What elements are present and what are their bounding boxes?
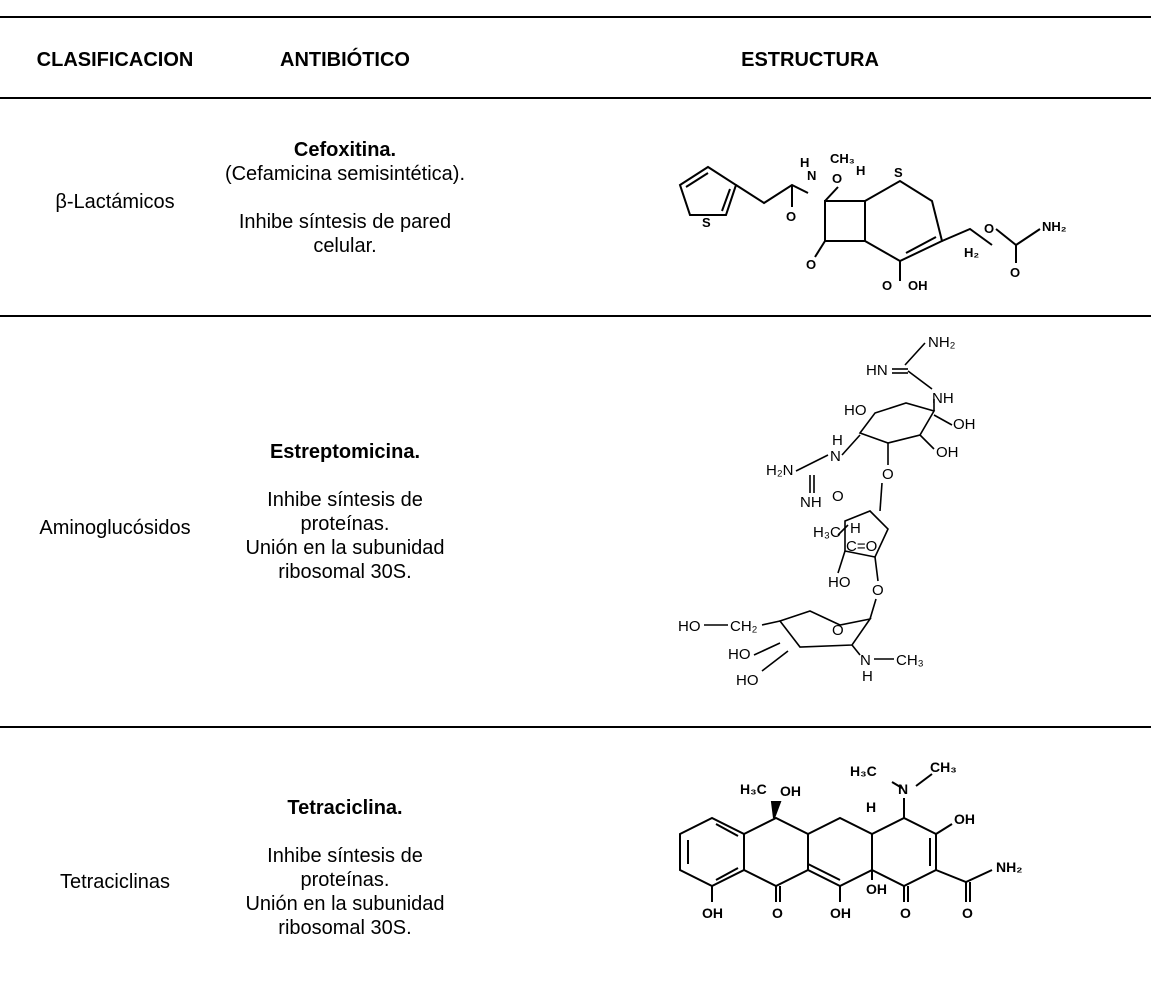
tetracycline-structure-image: OH O OH O OH H₃C OH H N H₃C CH₃ OH O NH₂ [679, 759, 1022, 921]
row-divider-2 [0, 726, 1151, 728]
svg-text:HO: HO [736, 672, 759, 689]
row-2-mechanism-2: proteínas. [300, 513, 390, 535]
svg-text:H₃C: H₃C [850, 763, 877, 779]
row-1-mechanism-1: Inhibe síntesis de pared [238, 211, 452, 233]
svg-text:NH: NH [932, 390, 954, 407]
svg-text:CH₃: CH₃ [830, 151, 855, 166]
row-1-mechanism-2: celular. [313, 235, 377, 257]
table-top-rule [0, 16, 1151, 18]
svg-text:O: O [900, 905, 911, 921]
row-3-mechanism-4: ribosomal 30S. [278, 917, 412, 939]
svg-text:OH: OH [702, 905, 723, 921]
svg-text:OH: OH [954, 811, 975, 827]
svg-text:S: S [702, 215, 711, 230]
svg-text:H₂N: H₂N [766, 462, 794, 479]
header-antibiotic: ANTIBIÓTICO [280, 49, 410, 71]
row-3-mechanism-3: Unión en la subunidad [245, 893, 445, 915]
svg-text:O: O [832, 171, 842, 186]
svg-text:NH: NH [800, 494, 822, 511]
svg-text:S: S [894, 165, 903, 180]
streptomycin-structure-image: NH₂ HN NH HO OH OH H N H₂N NH O H₃C H C=… [678, 334, 976, 689]
svg-text:HO: HO [844, 402, 867, 419]
svg-text:O: O [1010, 265, 1020, 280]
svg-text:CH₂: CH₂ [730, 618, 758, 635]
svg-text:O: O [984, 221, 994, 236]
row-3-classification: Tetraciclinas [59, 871, 171, 893]
svg-text:H: H [856, 163, 865, 178]
svg-text:H₂: H₂ [964, 245, 979, 260]
svg-text:H: H [800, 155, 809, 170]
svg-text:HO: HO [678, 618, 701, 635]
svg-text:NH₂: NH₂ [1042, 219, 1067, 234]
svg-text:O: O [882, 466, 894, 483]
row-3-mechanism-1: Inhibe síntesis de [267, 845, 423, 867]
row-2-mechanism-4: ribosomal 30S. [278, 561, 412, 583]
svg-text:OH: OH [936, 444, 959, 461]
svg-text:N: N [898, 781, 908, 797]
svg-text:OH: OH [830, 905, 851, 921]
cefoxitin-structure-image: S O N H O CH₃ O H S O OH H₂ O O NH₂ [678, 151, 1067, 293]
row-2-classification: Aminoglucósidos [39, 517, 191, 539]
svg-text:O: O [832, 488, 844, 505]
svg-text:NH₂: NH₂ [996, 859, 1022, 875]
svg-text:O: O [872, 582, 884, 599]
svg-text:H: H [832, 432, 843, 449]
svg-text:O: O [786, 209, 796, 224]
row-1-antibiotic: Cefoxitina. (Cefamicina semisintética). … [210, 138, 480, 258]
svg-text:H₃C: H₃C [740, 781, 767, 797]
svg-text:OH: OH [780, 783, 801, 799]
svg-text:OH: OH [908, 278, 928, 293]
row-divider-1 [0, 315, 1151, 317]
svg-text:N: N [830, 448, 841, 465]
row-1-name: Cefoxitina. [293, 139, 397, 161]
svg-text:H: H [862, 668, 873, 685]
row-2-mechanism-1: Inhibe síntesis de [267, 489, 423, 511]
header-bottom-rule [0, 97, 1151, 99]
row-2-antibiotic: Estreptomicina. Inhibe síntesis de prote… [210, 440, 480, 584]
svg-text:HO: HO [828, 574, 851, 591]
svg-text:O: O [806, 257, 816, 272]
row-2-mechanism-3: Unión en la subunidad [245, 537, 445, 559]
svg-text:HO: HO [728, 646, 751, 663]
row-3-antibiotic: Tetraciclina. Inhibe síntesis de proteín… [210, 796, 480, 940]
svg-text:OH: OH [953, 416, 976, 433]
svg-text:N: N [860, 652, 871, 669]
svg-text:N: N [807, 168, 816, 183]
svg-text:NH₂: NH₂ [928, 334, 956, 351]
svg-text:O: O [882, 278, 892, 293]
header-classification: CLASIFICACION [36, 49, 194, 71]
svg-text:OH: OH [866, 881, 887, 897]
svg-text:O: O [772, 905, 783, 921]
svg-text:C=O: C=O [846, 538, 877, 555]
svg-text:O: O [962, 905, 973, 921]
row-2-name: Estreptomicina. [269, 441, 421, 463]
svg-text:H: H [866, 799, 876, 815]
row-1-subtitle: (Cefamicina semisintética). [224, 163, 466, 185]
svg-text:CH₃: CH₃ [930, 759, 957, 775]
svg-text:H₃C: H₃C [813, 524, 841, 541]
svg-text:O: O [832, 622, 844, 639]
row-3-name: Tetraciclina. [287, 797, 403, 819]
svg-text:HN: HN [866, 362, 888, 379]
row-3-mechanism-2: proteínas. [300, 869, 390, 891]
header-structure: ESTRUCTURA [741, 49, 879, 71]
svg-text:H: H [850, 520, 861, 537]
svg-text:CH₃: CH₃ [896, 652, 924, 669]
row-1-classification: β-Lactámicos [55, 191, 175, 213]
